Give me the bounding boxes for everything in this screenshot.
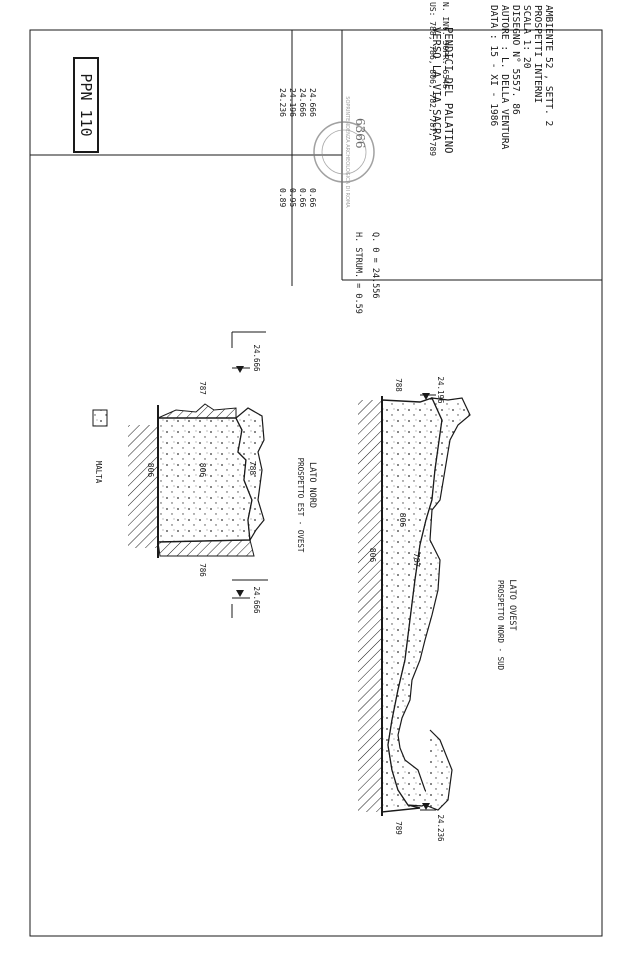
ovest-label-787: 787 <box>412 553 421 568</box>
nord-fill-806 <box>157 417 253 543</box>
info-ambiente: AMBIENTE 52 , SETT. 2 <box>543 5 554 126</box>
level-diff-1: 0.66 <box>308 188 317 207</box>
sheet-border <box>29 29 603 937</box>
level-elev-3: 24.196 <box>288 88 297 117</box>
legend: MALTA <box>92 409 108 484</box>
ovest-wall-787 <box>387 397 471 807</box>
level-diff-3: 0.95 <box>288 188 297 207</box>
nord-bottom-786 <box>157 539 255 557</box>
level-elev-4: 24.236 <box>278 88 287 117</box>
info-disegno: DISEGNO N° 5557. 86 <box>510 5 521 115</box>
nord-label-786: 786 <box>198 563 207 577</box>
info-scala: SCALA 1: 20 <box>521 5 532 69</box>
stamp-text: SOPRINTENDENZA ARCHEOLOGICA DI ROMA <box>344 96 350 208</box>
legend-swatch-malta <box>92 409 108 427</box>
section-lato-ovest: 806 787 806 788 789 24.196 24.236 LATO O… <box>358 376 517 842</box>
us-list: US: 788, 786, 806, 782, 787, 789 <box>428 2 437 156</box>
ovest-elev-right: 24.236 <box>436 814 445 842</box>
datum-label: Q. 0 = 24.556 <box>370 232 380 299</box>
title-line-2: VERSO LA VIA SACRA <box>430 27 442 141</box>
level-diff-2: 0.66 <box>298 188 307 207</box>
ovest-label-806-base: 806 <box>368 548 377 563</box>
sheet-code: PPN 110 <box>77 73 95 136</box>
level-elev-1: 24.666 <box>308 88 317 117</box>
nord-wall-788 <box>235 407 265 542</box>
nord-label-787: 787 <box>198 381 207 395</box>
ovest-elev-left: 24.196 <box>436 376 445 404</box>
title-line-1: PENDICI DEL PALATINO <box>442 27 454 153</box>
info-data: DATA : 15 - XI - 1986 <box>488 5 499 127</box>
ovest-label-789: 789 <box>394 821 403 835</box>
nord-label-806: 806 <box>198 463 207 478</box>
ovest-base-hatch <box>358 400 382 812</box>
level-diff-4: 0.89 <box>278 188 287 207</box>
nord-level-marker-right <box>231 579 268 618</box>
legend-label-malta: MALTA <box>94 461 103 484</box>
title-block: PENDICI DEL PALATINO VERSO LA VIA SACRA … <box>30 2 602 314</box>
ovest-title: LATO OVEST <box>507 579 517 630</box>
nord-elev-left: 24.666 <box>252 344 261 372</box>
level-elev-2: 24.666 <box>298 88 307 117</box>
archive-stamp: SOPRINTENDENZA ARCHEOLOGICA DI ROMA <box>313 96 375 208</box>
ovest-level-marker-left <box>420 393 436 400</box>
ovest-mortar-edge <box>424 729 453 811</box>
nord-title: LATO NORD <box>307 462 317 508</box>
ovest-label-806: 806 <box>398 513 407 528</box>
nord-top-787 <box>157 403 237 419</box>
section-lato-nord: 806 788 806 787 786 24.666 24.666 LATO N… <box>128 331 317 618</box>
ovest-level-marker-right <box>420 803 436 811</box>
ovest-label-788: 788 <box>394 378 403 392</box>
handwritten-number: 6366 <box>353 118 367 149</box>
sheet-code-box <box>73 57 99 153</box>
info-prospetti: PROSPETTI INTERNI <box>532 5 543 103</box>
nord-subtitle: PROSPETTO EST - OVEST <box>296 458 305 553</box>
info-autore: AUTORE : L. DELLA VENTURA <box>499 5 510 150</box>
nord-base-hatch <box>128 425 158 548</box>
nord-level-marker-left <box>231 331 266 373</box>
strum-label: H. STRUM. = 0.59 <box>353 232 363 314</box>
inventory-number: N. INV. SOPR. 6546 <box>441 2 450 89</box>
nord-label-806-base: 806 <box>146 463 155 478</box>
nord-elev-right: 24.666 <box>252 586 261 614</box>
ovest-subtitle: PROSPETTO NORD - SUD <box>496 580 505 671</box>
nord-label-788: 788 <box>248 461 257 476</box>
